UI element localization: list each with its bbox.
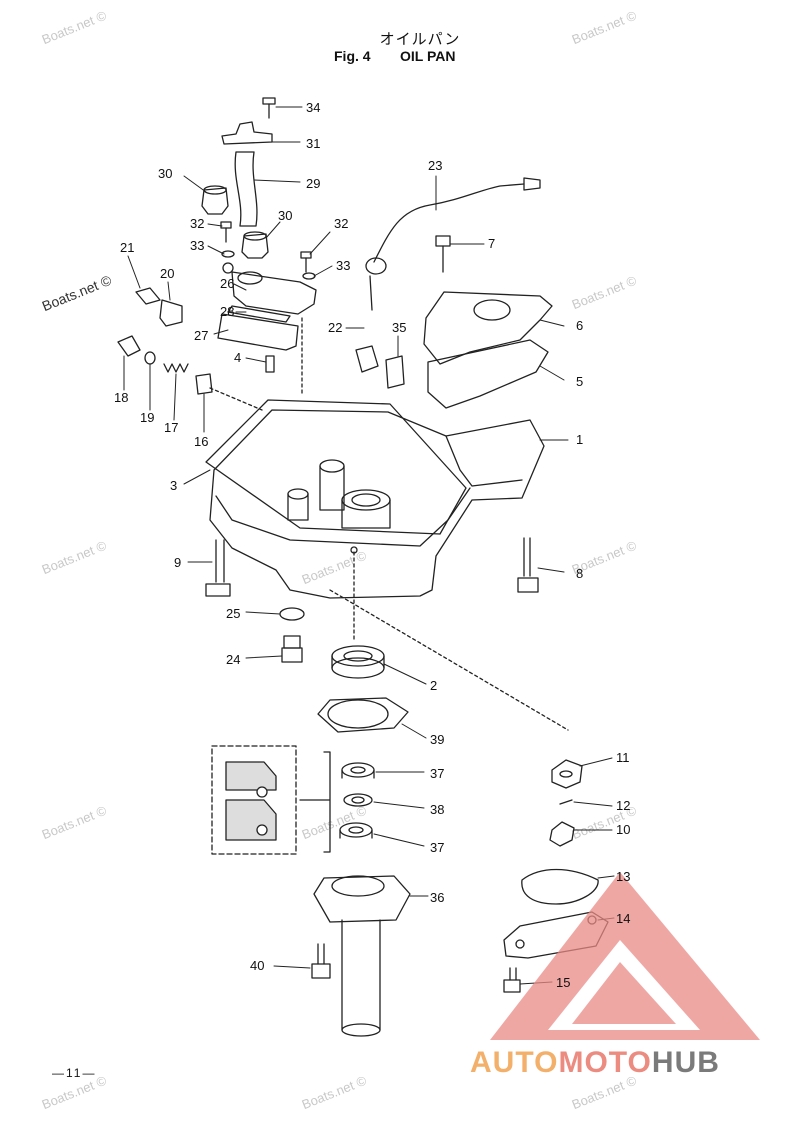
breather-cover-26 (231, 271, 317, 315)
logo-part-hub: HUB (651, 1046, 720, 1079)
part-label: 7 (488, 236, 495, 251)
gasket-5 (427, 339, 549, 409)
grommet-30-right (241, 233, 269, 259)
bolt-9 (205, 539, 231, 597)
cap-35 (385, 355, 405, 389)
part-label: 23 (428, 158, 442, 173)
sensor-cable-23 (373, 183, 525, 263)
bolt-7 (435, 235, 451, 273)
part-label: 31 (306, 136, 320, 151)
part-label: 12 (616, 798, 630, 813)
drain-plug-24 (281, 635, 303, 663)
seal-detail-inset (211, 745, 297, 855)
screw-32-left (220, 221, 232, 243)
part-label: 35 (392, 320, 406, 335)
part-label: 37 (430, 840, 444, 855)
part-label: 33 (190, 238, 204, 253)
hose-clamp-31 (221, 121, 273, 145)
part-label: 38 (430, 802, 444, 817)
part-label: 24 (226, 652, 240, 667)
part-label: 16 (194, 434, 208, 449)
figure-name: OIL PAN (400, 48, 456, 64)
part-label: 4 (234, 350, 241, 365)
part-label: 30 (158, 166, 172, 181)
o-ring-19 (144, 351, 156, 365)
pin-12 (559, 799, 573, 805)
figure-title-japanese: オイルパン (379, 30, 461, 48)
automotohub-logo-triangle (490, 872, 760, 1040)
fitting-18 (117, 335, 141, 357)
part-label: 19 (140, 410, 154, 425)
screw-32-right (300, 251, 312, 273)
oil-pan-body-1 (209, 409, 545, 599)
gear-11 (551, 759, 583, 789)
washer-25 (279, 607, 305, 621)
washer-33-left (221, 250, 235, 258)
bolt-8 (517, 537, 539, 593)
part-label: 6 (576, 318, 583, 333)
washer-33-right (302, 272, 316, 280)
part-label: 32 (334, 216, 348, 231)
part-label: 10 (616, 822, 630, 837)
part-label: 2 (430, 678, 437, 693)
logo-part-auto: AUTO (470, 1046, 559, 1079)
part-label: 22 (328, 320, 342, 335)
part-labels: 34 31 30 29 23 32 30 32 21 33 33 7 20 26… (114, 100, 630, 990)
part-label: 15 (556, 975, 570, 990)
part-label: 9 (174, 555, 181, 570)
automotohub-logo-text: AUTOMOTOHUB (470, 1046, 720, 1080)
rotor-10 (549, 821, 575, 847)
part-label: 30 (278, 208, 292, 223)
oil-seal-37-lower (339, 822, 373, 839)
part-label: 18 (114, 390, 128, 405)
bracket-20 (159, 299, 183, 327)
part-label: 27 (194, 328, 208, 343)
part-label: 8 (576, 566, 583, 581)
part-label: 11 (616, 750, 630, 765)
part-label: 39 (430, 732, 444, 747)
bolt-15 (503, 967, 521, 993)
breather-gasket-27 (217, 313, 299, 351)
grommet-30-left (201, 187, 229, 215)
o-ring-13 (521, 868, 599, 905)
spacer-38 (343, 793, 373, 807)
logo-part-moto: MOTO (558, 1046, 652, 1079)
part-label: 3 (170, 478, 177, 493)
lower-housing-36 (313, 875, 411, 1037)
collar-16 (195, 373, 213, 395)
screw-21 (135, 287, 161, 305)
breather-element-28 (227, 305, 291, 323)
oil-seal-2 (331, 645, 385, 679)
part-label: 1 (576, 432, 583, 447)
oil-pan-gasket-3 (205, 399, 467, 535)
part-label: 37 (430, 766, 444, 781)
breather-hose-29 (234, 151, 258, 227)
part-label: 40 (250, 958, 264, 973)
cover-6 (423, 291, 553, 365)
part-label: 17 (164, 420, 178, 435)
figure-number: Fig. 4 (334, 48, 371, 64)
part-label: 36 (430, 890, 444, 905)
page-number: —11— (52, 1066, 97, 1080)
part-label: 29 (306, 176, 320, 191)
part-label: 33 (336, 258, 350, 273)
part-label: 5 (576, 374, 583, 389)
spring-17 (163, 363, 189, 373)
oil-pressure-switch-22 (355, 345, 379, 373)
part-label: 21 (120, 240, 134, 255)
part-label: 20 (160, 266, 174, 281)
part-label: 26 (220, 276, 234, 291)
part-label: 34 (306, 100, 320, 115)
bolt-40 (311, 943, 331, 979)
part-label: 25 (226, 606, 240, 621)
gasket-39 (317, 697, 409, 733)
part-label: 28 (220, 304, 234, 319)
part-label: 14 (616, 911, 630, 926)
bolt-34 (262, 97, 276, 119)
part-label: 32 (190, 216, 204, 231)
dowel-pin-4 (265, 355, 275, 373)
part-label: 13 (616, 869, 630, 884)
oil-seal-37-upper (341, 762, 375, 779)
